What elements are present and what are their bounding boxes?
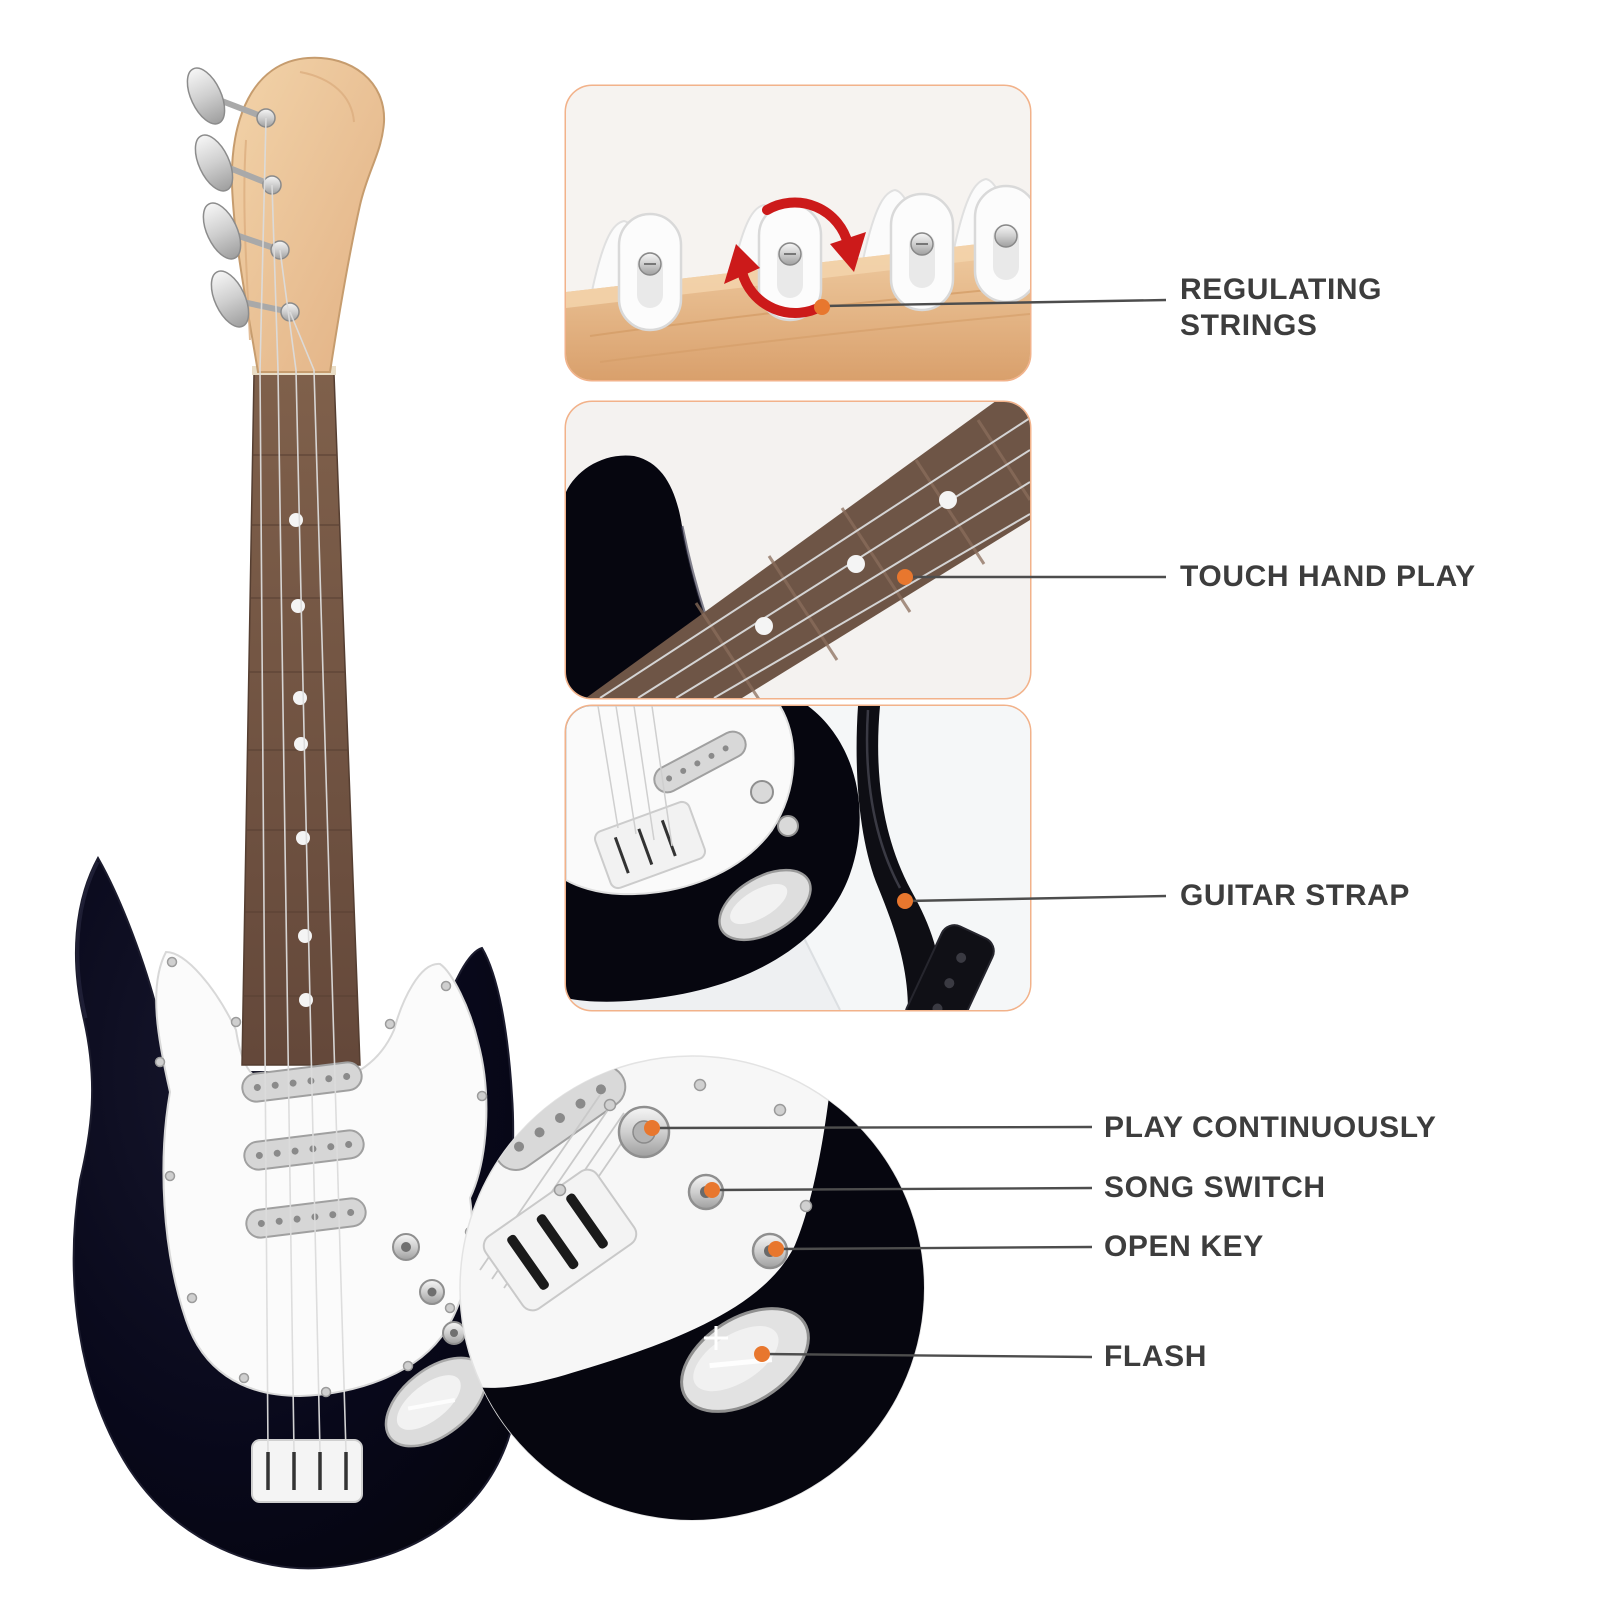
- guitar-neck: [241, 366, 361, 1066]
- label-guitar-strap: GUITAR STRAP: [1180, 879, 1410, 912]
- label-regulating-strings: REGULATING STRINGS: [1180, 273, 1383, 342]
- guitar-pickups: [241, 1061, 367, 1239]
- label-play-continuously: PLAY CONTINUOUSLY: [1104, 1111, 1437, 1144]
- callout-dot-song-switch: [704, 1182, 720, 1198]
- label-touch-hand-play: TOUCH HAND PLAY: [1180, 560, 1476, 593]
- callout-dot-open-key: [768, 1241, 784, 1257]
- callout-line-guitar-strap: [905, 894, 1167, 903]
- guitar-headstock: [186, 56, 386, 373]
- label-song-switch: SONG SWITCH: [1104, 1171, 1326, 1204]
- callout-dot-play-continuously: [644, 1120, 660, 1136]
- callout-lines: [644, 298, 1167, 1362]
- fretboard-closeup: [586, 402, 1030, 698]
- callout-dot-guitar-strap: [897, 893, 913, 909]
- tuner-loops: [617, 184, 1030, 332]
- tuning-keys: [186, 67, 300, 328]
- fret-lines: [243, 454, 357, 997]
- guitar-control-knobs: [392, 1233, 466, 1345]
- pickguard-edge-black-area: [468, 1088, 924, 1520]
- callout-line-flash: [763, 1352, 1093, 1359]
- callout-dot-touch-hand-play: [897, 569, 913, 585]
- label-flash: FLASH: [1104, 1340, 1207, 1373]
- play-continuously-knob: [617, 1105, 671, 1159]
- callout-line-open-key: [777, 1245, 1093, 1251]
- inset-panel-guitar-strap: [564, 704, 1032, 1012]
- main-guitar: [72, 56, 523, 1570]
- guitar-bridge: [251, 1439, 363, 1503]
- guitar-strings: [259, 117, 347, 1453]
- callout-line-play-continuously: [653, 1125, 1093, 1130]
- rotation-arrows-icon: [724, 197, 866, 318]
- body-closeup: [566, 706, 860, 1002]
- inset-panel-regulating-strings: [564, 84, 1032, 382]
- callout-dot-regulating-strings: [814, 299, 830, 315]
- inset-flash-light: [680, 1307, 810, 1413]
- callout-dot-flash: [754, 1346, 770, 1362]
- inset-screws: [553, 1078, 813, 1213]
- inset-bridge-keys: [482, 1168, 638, 1312]
- inset-panel-touch-hand-play: [564, 400, 1032, 700]
- strap: [856, 706, 995, 1010]
- sparkle-icon: [704, 1326, 728, 1350]
- callout-line-regulating-strings: [823, 298, 1167, 308]
- label-open-key: OPEN KEY: [1104, 1230, 1264, 1263]
- callout-line-song-switch: [713, 1186, 1093, 1192]
- inset-circle-controls: [459, 1055, 925, 1521]
- guitar-flash-light: [384, 1356, 488, 1448]
